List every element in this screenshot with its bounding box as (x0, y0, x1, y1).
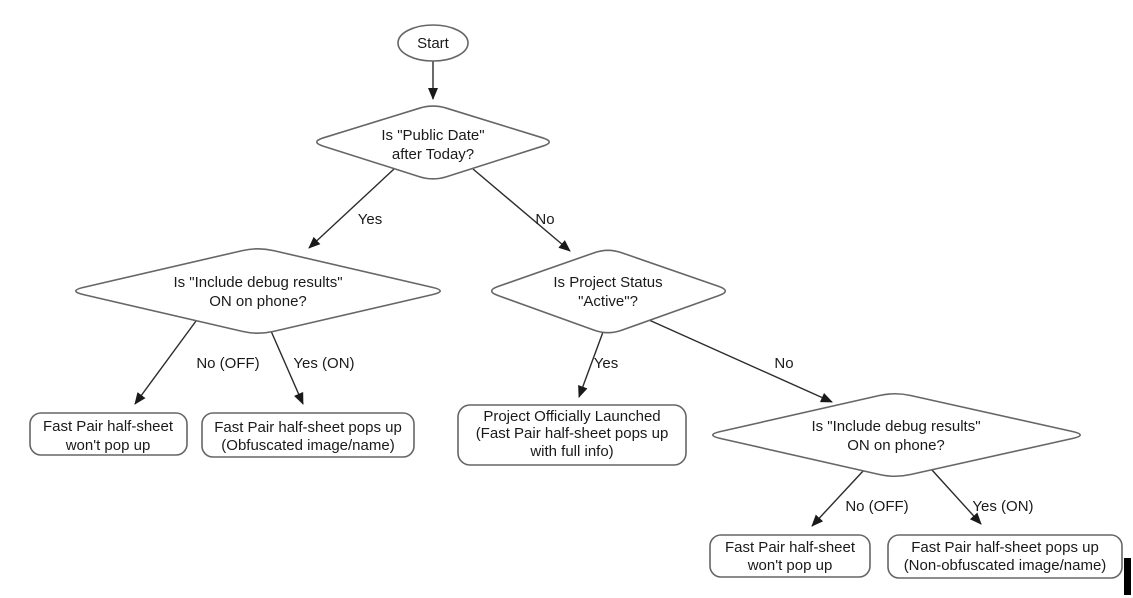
outcome-label-line: Fast Pair half-sheet (43, 418, 174, 435)
decision-debug-left: Is "Include debug results" ON on phone? (75, 248, 442, 334)
start-ellipse (397, 24, 469, 62)
edge-project-status-yes (578, 331, 604, 398)
outcome-obfuscated: Fast Pair half-sheet pops up (Obfuscated… (201, 412, 415, 458)
outcome-label-line: Fast Pair half-sheet pops up (214, 419, 402, 436)
start-label: Start (417, 35, 450, 52)
decision-label-line: Is Project Status (553, 274, 662, 291)
outcome-label-line: Project Officially Launched (483, 408, 660, 425)
edge-label-no-off: No (OFF) (196, 355, 259, 372)
decision-label-line: ON on phone? (209, 293, 307, 310)
outcome-label-line: with full info) (529, 443, 613, 460)
outcome-no-popup-right: Fast Pair half-sheet won't pop up (709, 534, 871, 578)
decision-diamond (315, 105, 551, 180)
edge-label-yes-on: Yes (ON) (293, 355, 354, 372)
decision-diamond (712, 392, 1081, 478)
decision-label-line: Is "Include debug results" (173, 274, 342, 291)
edges (134, 61, 982, 527)
decision-debug-right: Is "Include debug results" ON on phone? (712, 392, 1081, 478)
decision-label-line: after Today? (392, 146, 474, 163)
outcome-label-line: Fast Pair half-sheet pops up (911, 539, 1099, 556)
outcome-box (201, 412, 415, 458)
outcome-box (457, 404, 687, 466)
edge-label-yes-on: Yes (ON) (972, 498, 1033, 515)
edge-public-date-no (472, 168, 571, 252)
decision-label-line: ON on phone? (847, 437, 945, 454)
outcome-launched: Project Officially Launched (Fast Pair h… (457, 404, 687, 466)
outcome-label-line: (Non-obfuscated image/name) (904, 557, 1107, 574)
outcome-label-line: won't pop up (747, 557, 833, 574)
decision-label-line: Is "Include debug results" (811, 418, 980, 435)
outcome-box (29, 412, 188, 456)
decision-public-date: Is "Public Date" after Today? (315, 105, 551, 180)
edge-project-status-no (648, 319, 833, 403)
outcome-label-line: (Fast Pair half-sheet pops up (476, 425, 669, 442)
outcome-label-line: won't pop up (65, 437, 151, 454)
decision-project-status: Is Project Status "Active"? (490, 249, 727, 334)
outcome-non-obfuscated: Fast Pair half-sheet pops up (Non-obfusc… (887, 534, 1123, 579)
edge-public-date-yes (308, 168, 395, 249)
edge-labels: Yes No No (OFF) Yes (ON) Yes No No (OFF)… (196, 211, 1033, 515)
edge-debug-left-yes-on (270, 330, 304, 405)
edge-label-yes: Yes (358, 211, 382, 228)
decision-label-line: Is "Public Date" (381, 127, 484, 144)
edge-debug-right-yes-on (931, 469, 982, 525)
node-start: Start (397, 24, 469, 62)
decision-diamond (75, 248, 442, 334)
outcome-box (709, 534, 871, 578)
outcome-no-popup-left: Fast Pair half-sheet won't pop up (29, 412, 188, 456)
decision-label-line: "Active"? (578, 293, 638, 310)
text-cursor-artifact (1124, 558, 1131, 595)
edge-label-no: No (774, 355, 793, 372)
outcome-label-line: Fast Pair half-sheet (725, 539, 856, 556)
edge-label-no: No (535, 211, 554, 228)
outcome-box (887, 534, 1123, 579)
decision-diamond (490, 249, 727, 334)
outcome-label-line: (Obfuscated image/name) (221, 437, 394, 454)
edge-debug-right-no-off (811, 469, 865, 527)
edge-label-no-off: No (OFF) (845, 498, 908, 515)
edge-debug-left-no-off (134, 320, 197, 405)
edge-label-yes: Yes (594, 355, 618, 372)
